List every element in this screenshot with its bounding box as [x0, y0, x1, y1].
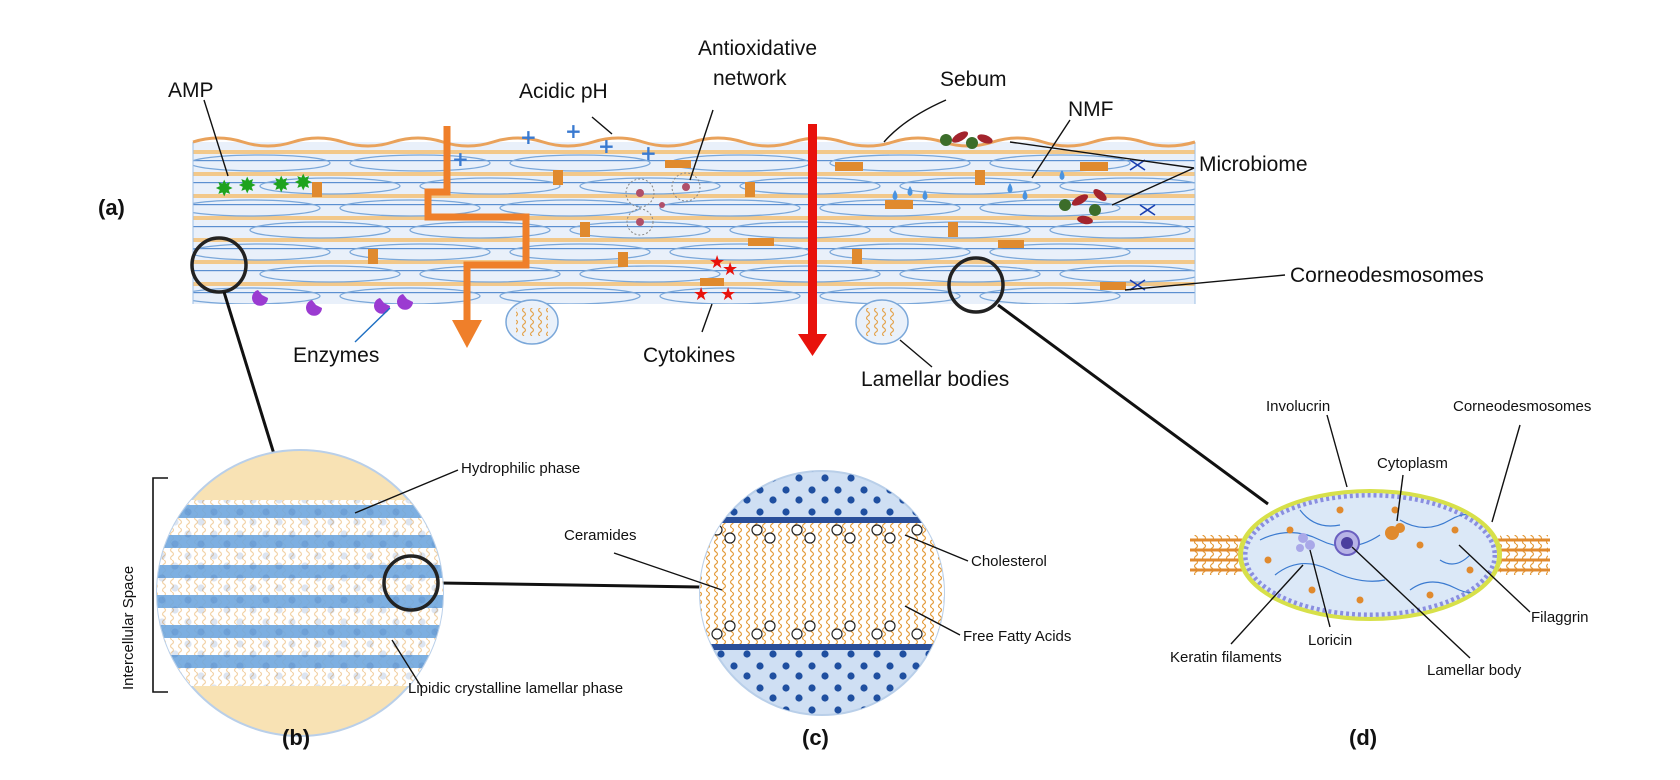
enzyme-molecules — [252, 290, 413, 316]
label-corneodesmosomes-a: Corneodesmosomes — [1290, 264, 1484, 287]
svg-text:+: + — [565, 119, 582, 143]
label-microbiome: Microbiome — [1199, 153, 1308, 176]
barrier-arrow-red-head — [798, 334, 827, 356]
corneodesmosome-fringes — [1190, 535, 1550, 575]
svg-text:+: + — [452, 147, 469, 171]
barrier-arrow-red-shaft — [808, 124, 817, 336]
label-ceramides: Ceramides — [564, 527, 637, 544]
penetration-arrowhead — [452, 320, 482, 348]
panel-label-c: (c) — [802, 725, 829, 750]
label-hydrophilic-phase: Hydrophilic phase — [461, 460, 580, 477]
label-lamellar-body: Lamellar body — [1427, 662, 1522, 679]
loricin-cluster — [1296, 533, 1315, 552]
microbiome-organisms — [940, 131, 1156, 291]
svg-text:✸: ✸ — [238, 174, 256, 199]
magnifier-a-left — [190, 236, 248, 294]
svg-text:+: + — [640, 141, 657, 165]
panel-d-labels: Involucrin Corneodesmosomes Cytoplasm Fi… — [1170, 398, 1591, 750]
panel-label-d: (d) — [1349, 725, 1377, 750]
lamellar-body-d — [1334, 530, 1360, 556]
corneocytes — [193, 154, 1195, 304]
label-antioxidative: Antioxidative — [698, 37, 817, 60]
lamellar-bodies-a — [505, 299, 909, 345]
label-corneodesmosomes-d: Corneodesmosomes — [1453, 398, 1591, 415]
amp-molecules: ✸ ✸ ✸ ✸ — [215, 171, 312, 202]
corneodesmosomes-a — [312, 160, 1126, 290]
enzymes-leader — [354, 307, 391, 343]
label-amp: AMP — [168, 79, 214, 102]
svg-text:✸: ✸ — [215, 177, 233, 202]
label-free-fatty-acids: Free Fatty Acids — [963, 628, 1071, 645]
svg-text:★: ★ — [722, 259, 738, 280]
label-sebum: Sebum — [940, 68, 1007, 91]
svg-text:★: ★ — [720, 284, 736, 305]
panel-b-labels: Intercellular Space Hydrophilic phase Li… — [120, 460, 623, 750]
panel-d-leader-lines — [1230, 414, 1531, 659]
panel-label-a: (a) — [98, 195, 125, 220]
cytokine-molecules: ★ ★ ★ ★ — [693, 252, 738, 305]
label-cytokines: Cytokines — [643, 344, 735, 367]
panel-b-intercellular-space — [152, 449, 459, 737]
antioxidative-network — [625, 172, 701, 236]
panel-a-stratum-corneum: ✸ ✸ ✸ ✸ + + + + + — [190, 99, 1286, 368]
panel-a-labels: (a) AMP Acidic pH Antioxidative network … — [98, 37, 1484, 391]
svg-text:✸: ✸ — [272, 173, 290, 198]
label-loricin: Loricin — [1308, 632, 1352, 649]
label-lipidic-phase: Lipidic crystalline lamellar phase — [408, 680, 623, 697]
cytoplasm-granule — [1385, 523, 1405, 540]
label-involucrin: Involucrin — [1266, 398, 1330, 415]
label-cholesterol: Cholesterol — [971, 553, 1047, 570]
label-lamellar-bodies: Lamellar bodies — [861, 368, 1009, 391]
lipid-layers — [193, 150, 1195, 294]
panel-d-corneocyte — [1190, 414, 1550, 659]
label-keratin-filaments: Keratin filaments — [1170, 649, 1282, 666]
svg-text:★: ★ — [693, 284, 709, 305]
panel-c-lipid-organization — [613, 470, 969, 716]
filaggrin-dots — [1264, 506, 1474, 604]
sebum-layer — [192, 136, 1196, 148]
label-acidic-ph: Acidic pH — [519, 80, 608, 103]
svg-text:★: ★ — [709, 252, 725, 273]
panel-a-leader-lines — [203, 99, 1286, 368]
svg-text:+: + — [598, 134, 615, 158]
label-intercellular-space: Intercellular Space — [120, 566, 137, 690]
panel-label-b: (b) — [282, 725, 310, 750]
label-antioxidative-network: network — [713, 67, 787, 90]
label-cytoplasm: Cytoplasm — [1377, 455, 1448, 472]
nmf-drops — [892, 170, 1065, 200]
panel-c-labels: Ceramides Cholesterol Free Fatty Acids (… — [564, 527, 1071, 750]
label-nmf: NMF — [1068, 98, 1114, 121]
label-enzymes: Enzymes — [293, 344, 379, 367]
acidic-ph-protons: + + + + + — [452, 119, 657, 171]
magnifier-b — [382, 554, 440, 612]
penetration-path-arrow — [424, 126, 530, 322]
svg-text:+: + — [520, 125, 537, 149]
intercellular-bracket — [152, 477, 168, 693]
label-filaggrin: Filaggrin — [1531, 609, 1589, 626]
svg-text:✸: ✸ — [294, 171, 312, 196]
magnifier-a-right — [947, 256, 1005, 314]
